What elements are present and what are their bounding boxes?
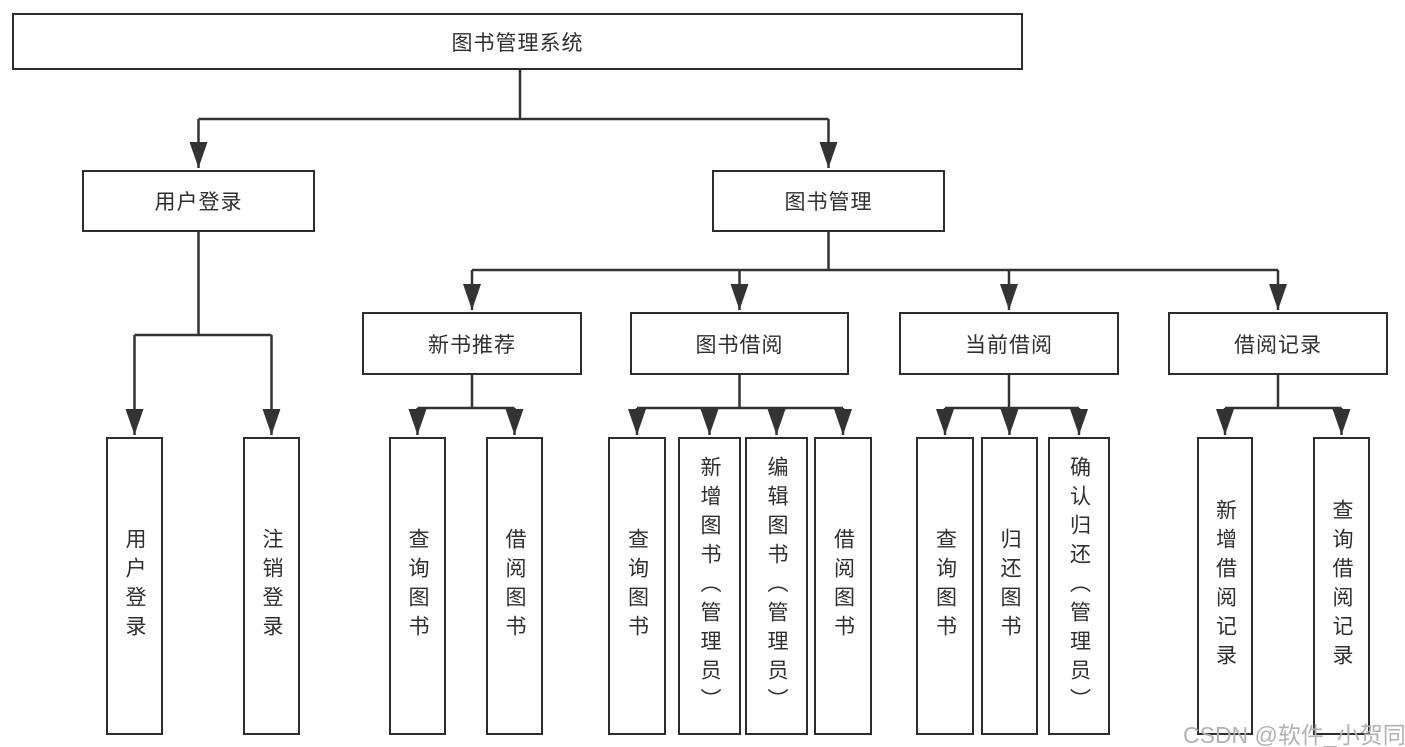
leaf-add-borrow-record: 新增借阅记录: [1197, 437, 1253, 735]
leaf-confirm-return-admin: 确认归还（管理员）: [1048, 437, 1110, 735]
node-user-login: 用户登录: [82, 170, 315, 232]
leaf-return-books: 归还图书: [981, 437, 1038, 735]
leaf-borrow-books-recommend: 借阅图书: [486, 437, 543, 735]
node-book-borrowing: 图书借阅: [630, 312, 849, 375]
leaf-query-books-recommend: 查询图书: [389, 437, 446, 735]
leaf-logout: 注销登录: [243, 437, 300, 735]
leaf-query-books-borrowing: 查询图书: [608, 437, 666, 735]
leaf-query-borrow-record: 查询借阅记录: [1313, 437, 1370, 735]
leaf-edit-book-admin: 编辑图书（管理员）: [745, 437, 808, 735]
leaf-query-books-current: 查询图书: [916, 437, 974, 735]
node-book-management: 图书管理: [712, 170, 945, 232]
node-root-system: 图书管理系统: [12, 13, 1023, 70]
leaf-add-book-admin: 新增图书（管理员）: [678, 437, 741, 735]
csdn-watermark: CSDN @软件_小贺同学: [1183, 722, 1405, 747]
node-new-book-recommend: 新书推荐: [362, 312, 582, 375]
node-borrow-records: 借阅记录: [1168, 312, 1388, 375]
node-current-borrowing: 当前借阅: [899, 312, 1119, 375]
leaf-user-login: 用户登录: [106, 437, 163, 735]
leaf-borrow-books: 借阅图书: [814, 437, 872, 735]
